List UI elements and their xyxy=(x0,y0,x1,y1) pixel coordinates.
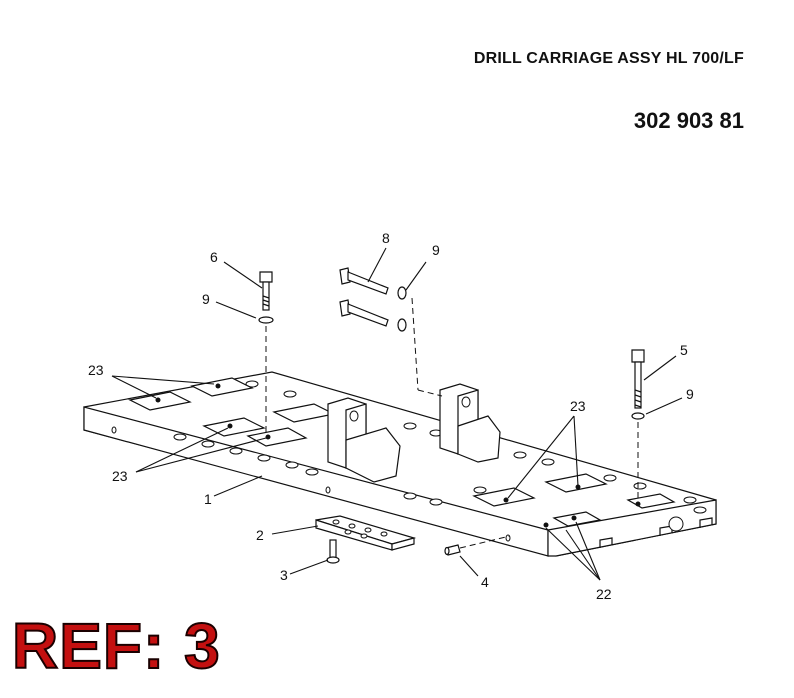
bolts-8 xyxy=(339,267,443,397)
callout-23-right: 23 xyxy=(570,398,586,414)
wear-pads xyxy=(128,377,676,528)
callout-3: 3 xyxy=(280,567,288,583)
callout-9-bolt-6: 9 xyxy=(202,291,210,307)
leader-lines xyxy=(111,247,683,581)
clamp-bar xyxy=(315,515,417,551)
callout-23-top-left: 23 xyxy=(88,362,104,378)
plate-holes xyxy=(173,380,707,522)
drawing-title: DRILL CARRIAGE ASSY HL 700/LF xyxy=(473,50,744,67)
screw-3 xyxy=(326,539,340,564)
callout-1: 1 xyxy=(204,491,212,507)
callout-2: 2 xyxy=(256,527,264,543)
callout-8: 8 xyxy=(382,230,390,246)
bracket-right xyxy=(439,383,501,463)
bracket-left xyxy=(327,397,401,483)
callout-9-bolts-8: 9 xyxy=(432,242,440,258)
pin-4 xyxy=(444,535,511,556)
callout-5: 5 xyxy=(680,342,688,358)
bolt-5 xyxy=(631,349,645,500)
part-number: 302 903 81 xyxy=(633,108,744,133)
ref-stamp: REF: 3 xyxy=(11,610,221,682)
callout-23-bottom-left: 23 xyxy=(112,468,128,484)
callout-6: 6 xyxy=(210,249,218,265)
callout-9-bolt-5: 9 xyxy=(686,386,694,402)
callout-22: 22 xyxy=(596,586,612,602)
callout-4: 4 xyxy=(481,574,489,590)
bolt-6 xyxy=(258,271,274,434)
